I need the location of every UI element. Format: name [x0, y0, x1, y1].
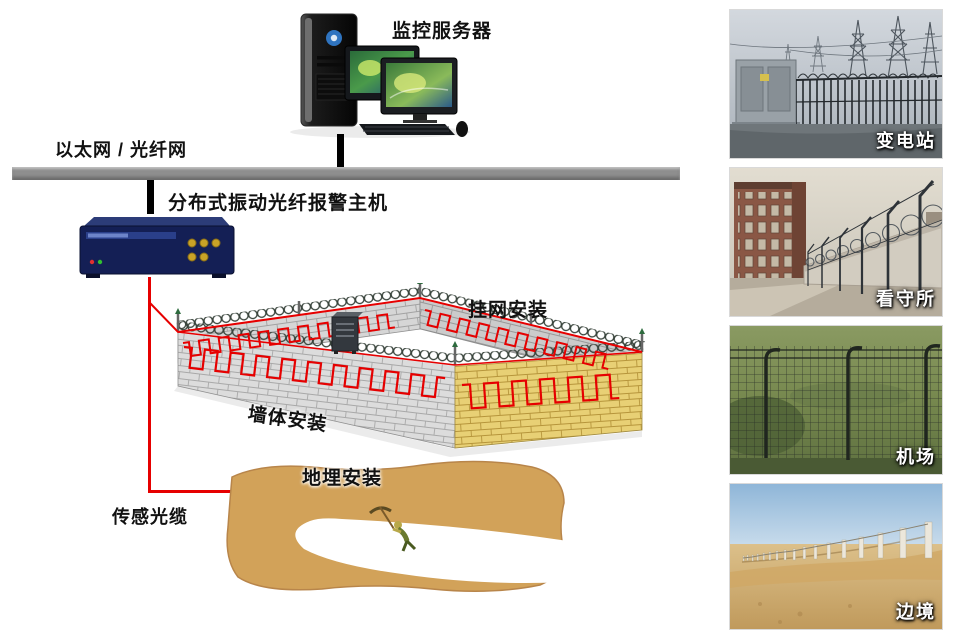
keyboard-icon — [359, 124, 455, 135]
alarm-host-icon — [79, 217, 235, 278]
server-icon — [290, 13, 470, 138]
razor-coils — [805, 204, 942, 267]
substation-scene — [730, 10, 942, 158]
network-label: 以太网 / 光纤网 — [55, 140, 188, 160]
host-label: 分布式振动光纤报警主机 — [168, 193, 389, 214]
photo-substation: 变电站 — [730, 10, 942, 158]
airport-scene — [730, 326, 942, 474]
network-bus-bar — [12, 167, 680, 180]
sensing-cable-label: 传感光缆 — [112, 507, 188, 527]
wall-cabinet-icon — [331, 312, 363, 354]
detention-scene — [730, 168, 942, 316]
digger-figure-icon — [368, 506, 417, 552]
photo-caption: 看守所 — [876, 289, 936, 309]
wall-shadow — [174, 386, 642, 457]
server-label: 监控服务器 — [392, 21, 493, 42]
perimeter-wall-illustration — [149, 279, 665, 468]
mesh-install-label: 挂网安装 — [468, 300, 549, 321]
soil-section-icon — [226, 460, 568, 592]
fence-wire — [742, 523, 929, 559]
monitor-front-icon — [380, 57, 458, 123]
server-network-line — [337, 134, 344, 168]
photo-detention-center: 看守所 — [730, 168, 942, 316]
mesh-fence — [730, 346, 942, 458]
buried-install-label: 地埋安装 — [302, 468, 383, 489]
photo-airport: 机场 — [730, 326, 942, 474]
photo-caption: 边境 — [896, 602, 936, 622]
photo-border: 边境 — [730, 484, 942, 629]
border-scene — [730, 484, 942, 629]
brick-building — [734, 182, 806, 284]
tower-pc-icon — [300, 13, 358, 127]
fence-posts — [176, 284, 644, 365]
alarm-host-illustration — [72, 212, 242, 280]
border-fence-posts — [742, 521, 933, 562]
transformer-cabinet — [732, 59, 800, 130]
perimeter-wall-icon — [149, 279, 646, 457]
photo-caption: 变电站 — [876, 131, 936, 151]
server-illustration — [285, 8, 470, 140]
led-green-icon — [97, 259, 103, 265]
sensing-cable-vertical — [148, 277, 151, 492]
soil-cavity — [295, 518, 568, 583]
ground-speckles — [758, 600, 932, 624]
pylons — [848, 15, 939, 79]
fiber-connectors-icon — [187, 238, 221, 262]
photo-caption: 机场 — [896, 447, 936, 467]
host-network-line — [147, 180, 154, 214]
soil-illustration — [222, 455, 568, 595]
led-red-icon — [89, 259, 95, 265]
far-pylons — [783, 35, 826, 73]
mouse-icon — [456, 121, 468, 137]
